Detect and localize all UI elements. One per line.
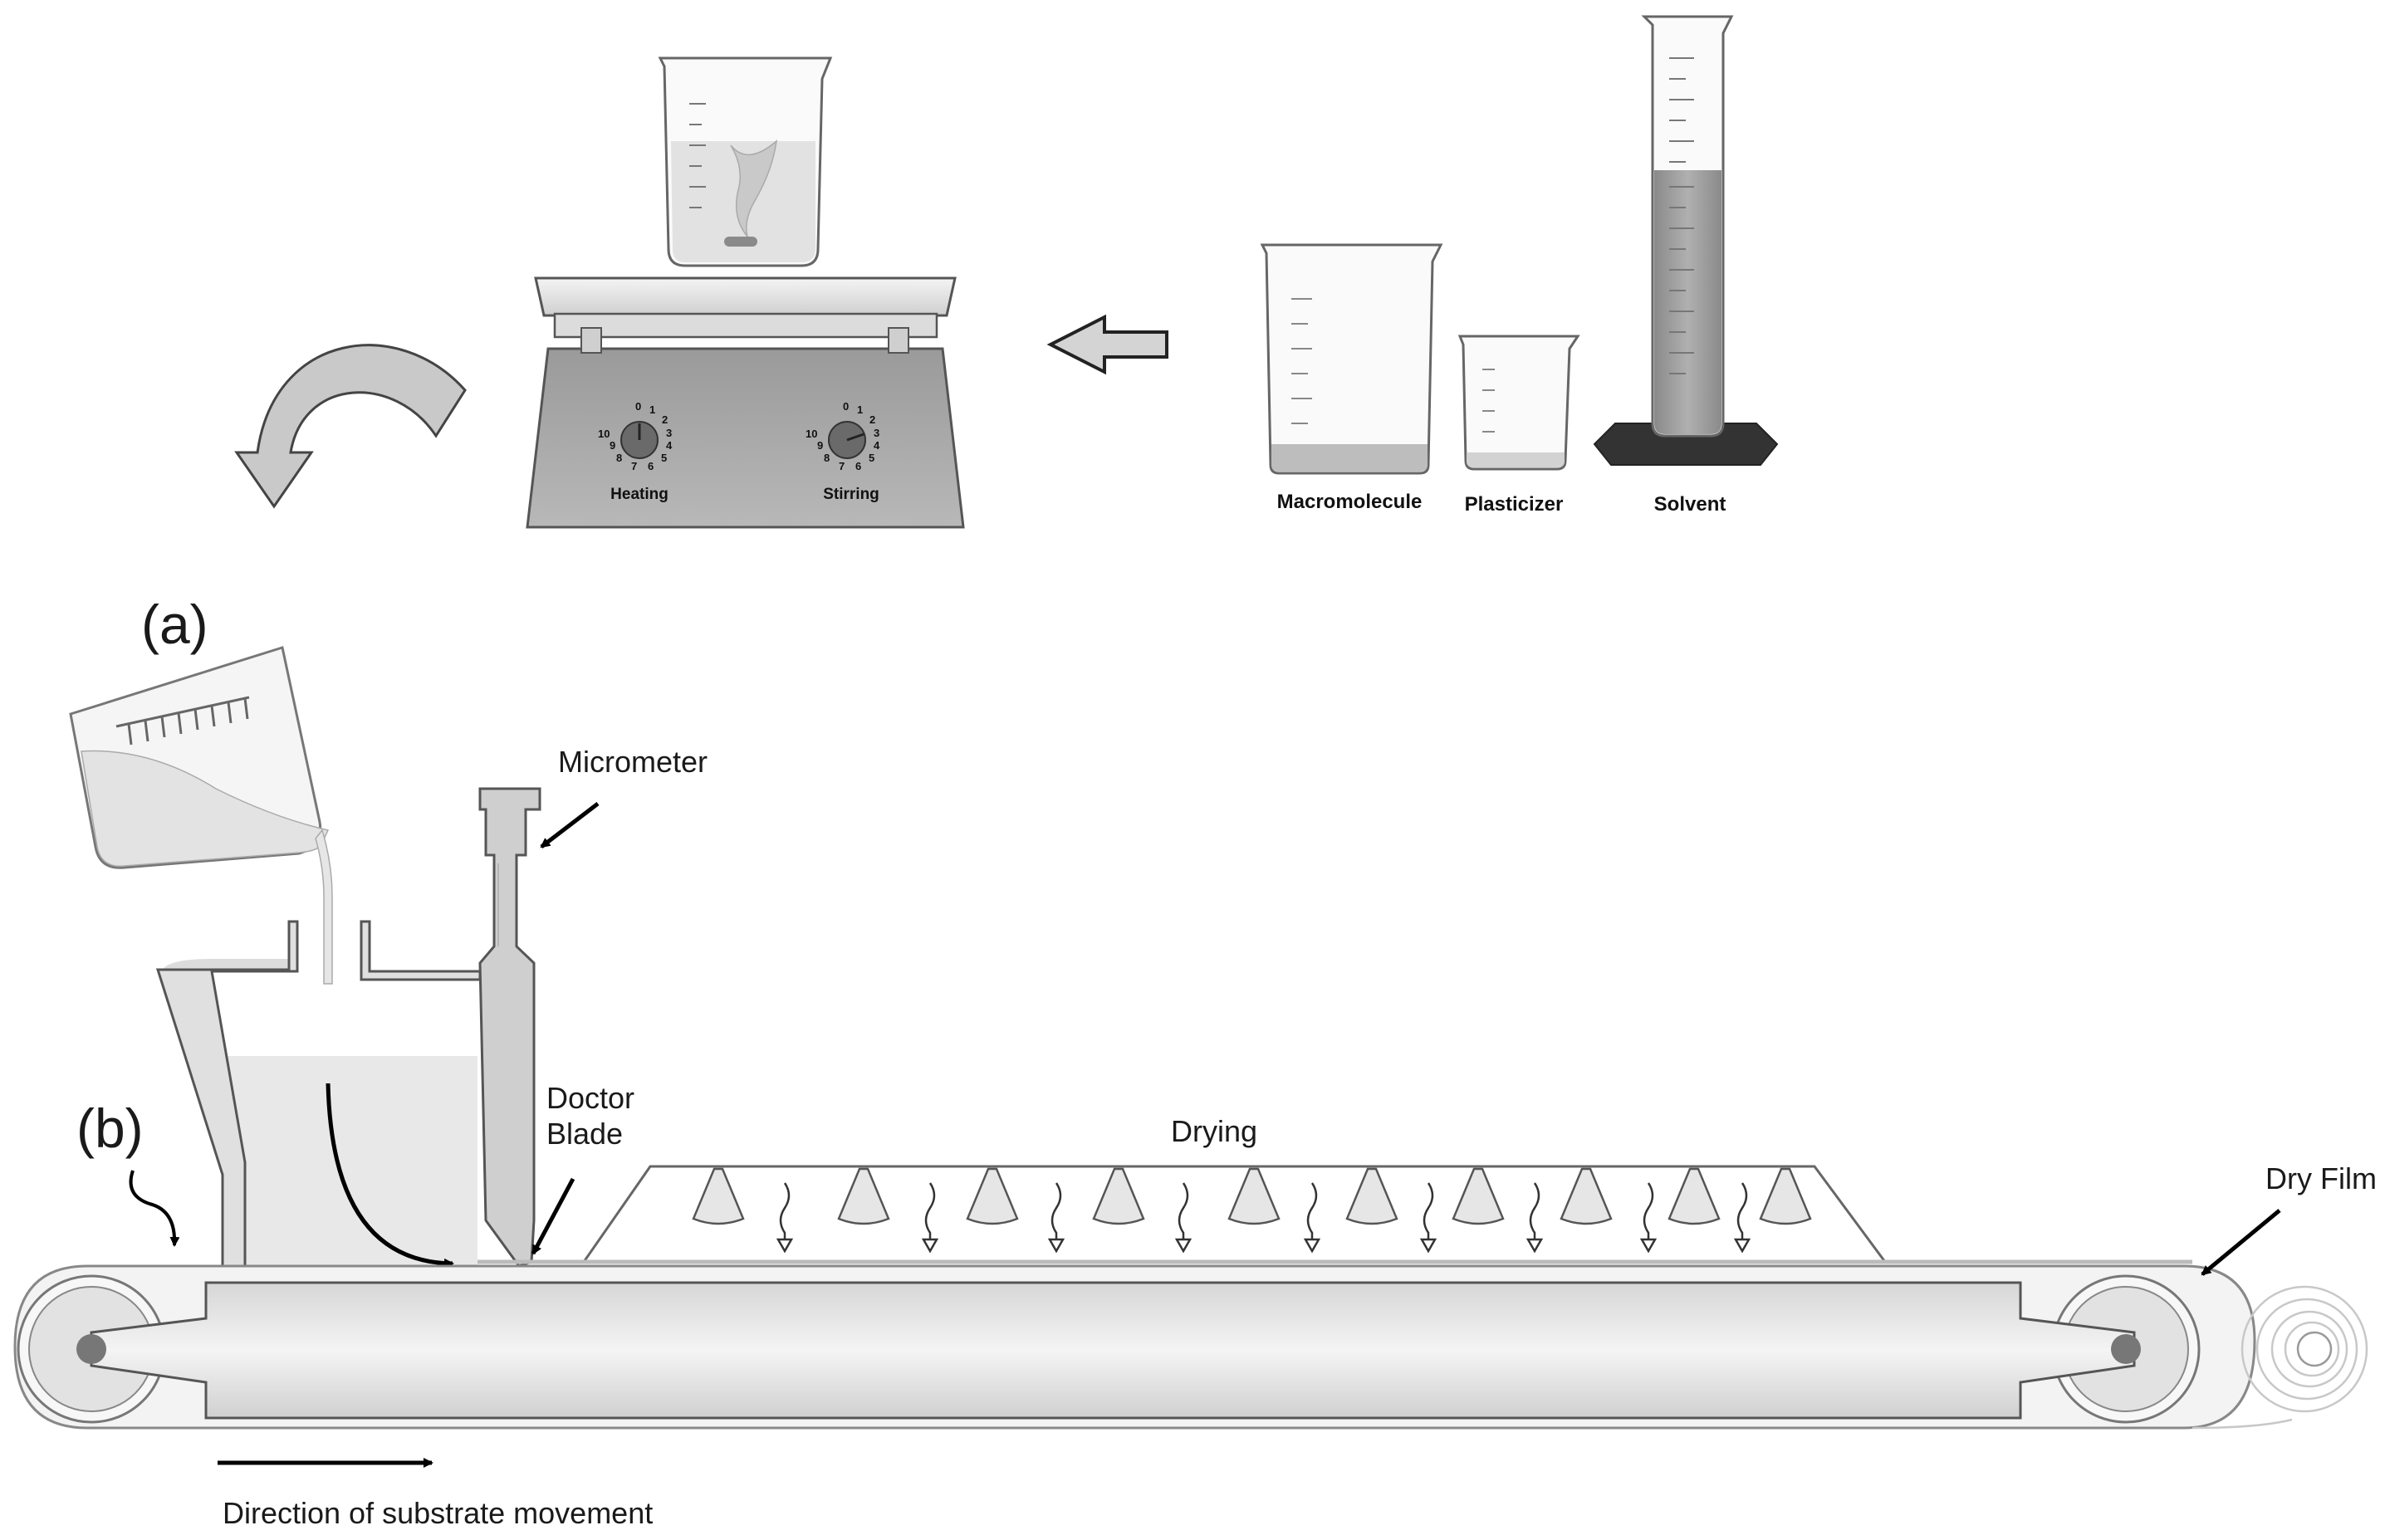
heat-arrow-icon bbox=[921, 1182, 939, 1254]
panel-b-label: (b) bbox=[76, 1098, 144, 1159]
pouring-beaker-icon bbox=[69, 646, 333, 985]
slurry-reservoir bbox=[155, 920, 482, 1272]
svg-text:3: 3 bbox=[666, 427, 672, 439]
svg-text:0: 0 bbox=[635, 400, 641, 413]
svg-text:6: 6 bbox=[855, 460, 861, 472]
doctor-blade-pointer bbox=[531, 1177, 575, 1255]
curved-arrow-icon bbox=[234, 344, 467, 509]
heater-lamp-icon bbox=[966, 1167, 1019, 1225]
heating-knob-icon bbox=[620, 421, 659, 459]
heater-lamps bbox=[692, 1167, 1812, 1225]
heat-arrow-icon bbox=[1174, 1182, 1192, 1254]
dry-film-pointer bbox=[2201, 1209, 2281, 1276]
doctor-blade-label-line2: Blade bbox=[546, 1117, 623, 1151]
heat-arrow-icon bbox=[1419, 1182, 1437, 1254]
svg-text:6: 6 bbox=[648, 460, 654, 472]
stirring-label: Stirring bbox=[823, 486, 879, 503]
svg-text:3: 3 bbox=[874, 427, 879, 439]
plasticizer-label: Plasticizer bbox=[1465, 493, 1564, 516]
flow-arrow bbox=[326, 1083, 454, 1269]
stirring-dial-numbers: 0 1 2 3 4 5 6 7 8 9 10 bbox=[806, 400, 880, 472]
heater-lamp-icon bbox=[1759, 1167, 1812, 1225]
heater-lamp-icon bbox=[1092, 1167, 1145, 1225]
svg-text:2: 2 bbox=[869, 413, 875, 426]
dry-film-roll-icon bbox=[2192, 1285, 2368, 1430]
svg-text:4: 4 bbox=[874, 439, 880, 452]
plasticizer-beaker-icon bbox=[1457, 335, 1580, 471]
heater-lamp-icon bbox=[1668, 1167, 1721, 1225]
svg-text:5: 5 bbox=[661, 452, 667, 464]
drying-label: Drying bbox=[1171, 1114, 1257, 1148]
solvent-graduated-cylinder-icon bbox=[1593, 15, 1779, 466]
svg-text:8: 8 bbox=[824, 452, 830, 464]
heater-lamp-icon bbox=[1345, 1167, 1398, 1225]
micrometer-doctor-blade-icon bbox=[478, 787, 541, 1268]
direction-label: Direction of substrate movement bbox=[223, 1496, 653, 1530]
heat-arrow-icon bbox=[1733, 1182, 1751, 1254]
svg-text:10: 10 bbox=[598, 428, 610, 440]
svg-text:7: 7 bbox=[631, 460, 637, 472]
heat-arrow-icon bbox=[1526, 1182, 1544, 1254]
stirring-beaker-icon bbox=[658, 56, 833, 267]
heater-lamp-icon bbox=[692, 1167, 745, 1225]
macromolecule-label: Macromolecule bbox=[1277, 491, 1423, 513]
left-block-arrow-icon bbox=[1046, 314, 1168, 375]
svg-text:1: 1 bbox=[649, 403, 655, 416]
heat-arrow-icon bbox=[776, 1182, 794, 1254]
heat-arrow-icon bbox=[1639, 1182, 1658, 1254]
macromolecule-beaker-icon bbox=[1260, 243, 1443, 475]
conveyor-belt bbox=[13, 1259, 2256, 1430]
heating-label: Heating bbox=[610, 486, 668, 503]
heater-lamp-icon bbox=[837, 1167, 890, 1225]
svg-text:4: 4 bbox=[666, 439, 673, 452]
svg-text:5: 5 bbox=[869, 452, 874, 464]
svg-text:9: 9 bbox=[610, 439, 615, 452]
heater-lamp-icon bbox=[1560, 1167, 1613, 1225]
svg-text:0: 0 bbox=[843, 400, 849, 413]
heater-lamp-icon bbox=[1227, 1167, 1281, 1225]
doctor-blade-label-line1: Doctor bbox=[546, 1081, 634, 1115]
svg-text:1: 1 bbox=[857, 403, 863, 416]
svg-text:7: 7 bbox=[839, 460, 845, 472]
panel-a-label: (a) bbox=[141, 594, 208, 655]
heat-arrow-icon bbox=[1303, 1182, 1321, 1254]
magnetic-stirrer-hotplate: 0 1 2 3 4 5 6 7 8 9 10 Heating 0 1 2 3 4… bbox=[526, 276, 965, 529]
heater-lamp-icon bbox=[1452, 1167, 1505, 1225]
heat-arrow-icon bbox=[1047, 1182, 1065, 1254]
micrometer-pointer bbox=[540, 802, 600, 848]
heating-dial-numbers: 0 1 2 3 4 5 6 7 8 9 10 bbox=[598, 400, 673, 472]
svg-text:9: 9 bbox=[817, 439, 823, 452]
micrometer-label: Micrometer bbox=[558, 745, 708, 779]
solvent-label: Solvent bbox=[1654, 493, 1726, 516]
stirring-knob-icon bbox=[828, 421, 866, 459]
svg-text:10: 10 bbox=[806, 428, 817, 440]
svg-text:2: 2 bbox=[662, 413, 668, 426]
heat-wave-arrows bbox=[776, 1182, 1751, 1254]
dry-film-label: Dry Film bbox=[2265, 1161, 2377, 1195]
panel-b-pointer bbox=[129, 1170, 180, 1247]
svg-text:8: 8 bbox=[616, 452, 622, 464]
